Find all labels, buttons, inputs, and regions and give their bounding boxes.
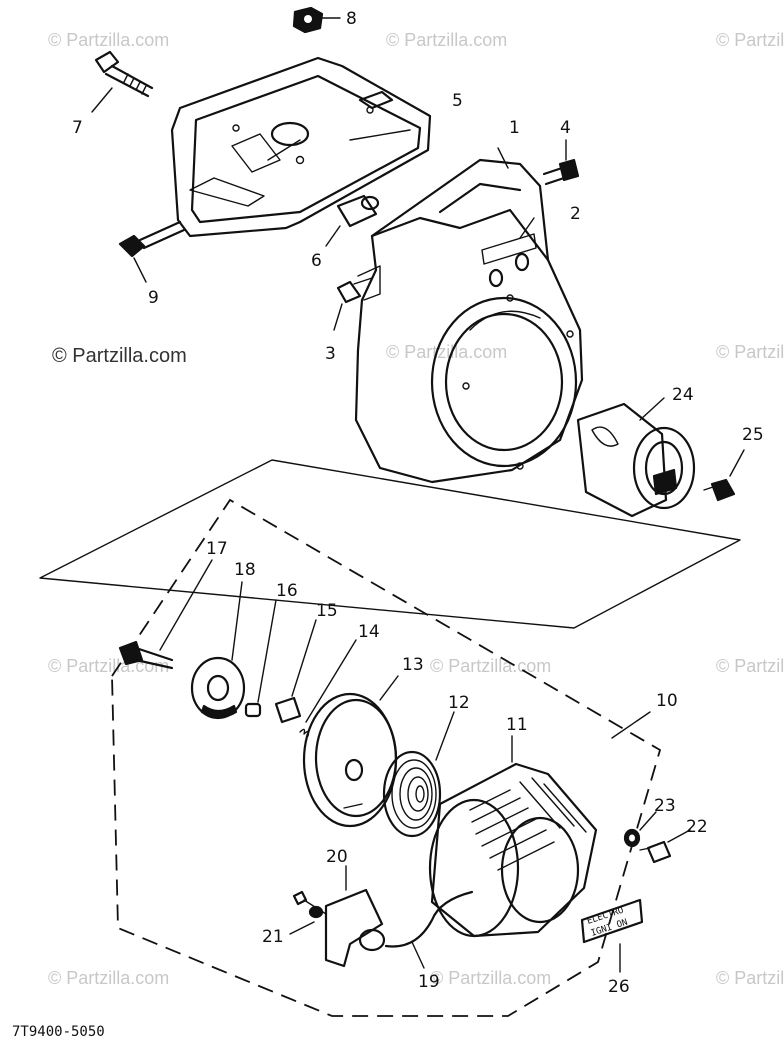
part-1-fan-shroud xyxy=(354,147,584,484)
callout-1: 1 xyxy=(509,118,520,138)
callout-26: 26 xyxy=(608,977,630,997)
callout-23: 23 xyxy=(654,796,676,816)
part-11-starter-case xyxy=(428,735,598,938)
watermark: © Partzilla.com xyxy=(48,656,169,676)
callout-21: 21 xyxy=(262,927,284,947)
callout-2: 2 xyxy=(570,204,581,224)
callout-4: 4 xyxy=(560,118,571,138)
watermark: © Partzilla.com xyxy=(386,30,507,50)
assembly-frame xyxy=(39,459,741,629)
watermark: © Partzilla.com xyxy=(48,968,169,988)
part-25-bolt xyxy=(703,449,745,502)
part-18-ratchet-plate xyxy=(190,581,246,720)
callout-3: 3 xyxy=(325,344,336,364)
callout-18: 18 xyxy=(234,560,256,580)
watermark: © Partzilla.com xyxy=(716,968,784,988)
callout-13: 13 xyxy=(402,655,424,675)
callout-20: 20 xyxy=(326,847,348,867)
watermark: © Partzilla.com xyxy=(386,342,507,362)
callout-25: 25 xyxy=(742,425,764,445)
part-10-boundary xyxy=(111,498,662,1017)
callout-8: 8 xyxy=(346,9,357,29)
diagram-code: 7T9400-5050 xyxy=(12,1024,105,1040)
watermark-main: © Partzilla.com xyxy=(52,345,187,367)
callout-15: 15 xyxy=(316,601,338,621)
part-24-starter-pulley xyxy=(576,397,696,518)
watermark: © Partzilla.com xyxy=(716,30,784,50)
callout-16: 16 xyxy=(276,581,298,601)
callout-24: 24 xyxy=(672,385,694,405)
part-10-leader xyxy=(611,711,651,739)
part-14-spring xyxy=(299,639,357,737)
callout-14: 14 xyxy=(358,622,380,642)
callout-10: 10 xyxy=(656,691,678,711)
callout-19: 19 xyxy=(418,972,440,992)
part-21-screw xyxy=(289,890,327,935)
part-15-pawl xyxy=(274,619,317,724)
part-19-wire xyxy=(384,890,474,969)
part-9-bolt xyxy=(118,220,186,283)
callout-labels: 1 2 3 4 5 6 7 8 9 10 11 12 13 14 15 16 1… xyxy=(72,9,764,997)
part-8-nut xyxy=(292,6,341,34)
part-2-leader xyxy=(519,217,535,239)
part-4-bolt xyxy=(542,139,580,186)
part-20-switch xyxy=(324,865,386,968)
part-5-bracket xyxy=(170,56,432,238)
callout-12: 12 xyxy=(448,693,470,713)
part-17-screw xyxy=(118,559,213,670)
part-6-spacer xyxy=(325,194,380,247)
watermark: © Partzilla.com xyxy=(48,30,169,50)
part-16-spring xyxy=(244,599,277,718)
watermark: © Partzilla.com xyxy=(716,656,784,676)
part-23-washer xyxy=(623,811,657,848)
callout-11: 11 xyxy=(506,715,528,735)
callout-6: 6 xyxy=(311,251,322,271)
callout-9: 9 xyxy=(148,288,159,308)
watermarks: © Partzilla.com © Partzilla.com © Partzi… xyxy=(48,30,784,988)
part-3-bolt xyxy=(333,277,373,331)
callout-7: 7 xyxy=(72,118,83,138)
callout-22: 22 xyxy=(686,817,708,837)
callout-5: 5 xyxy=(452,91,463,111)
watermark: © Partzilla.com xyxy=(430,656,551,676)
part-12-recoil-spring xyxy=(382,711,455,838)
part-22-bolt xyxy=(639,829,691,864)
callout-17: 17 xyxy=(206,539,228,559)
watermark: © Partzilla.com xyxy=(430,968,551,988)
watermark: © Partzilla.com xyxy=(716,342,784,362)
part-26-label-plate: ELECTRO IGNI ON xyxy=(580,898,644,973)
part-7-bolt xyxy=(91,50,154,113)
